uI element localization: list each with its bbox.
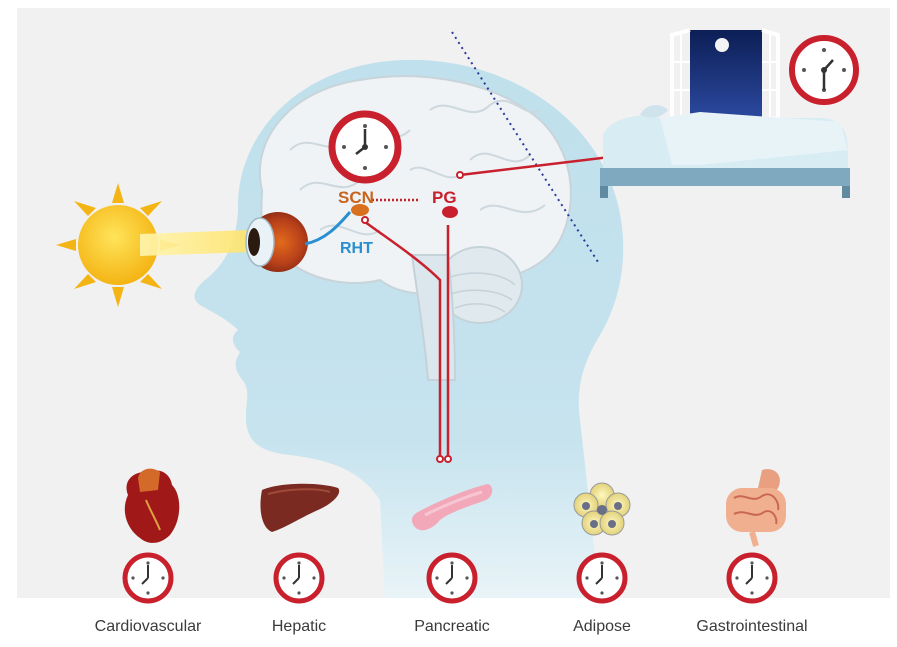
pathway-end-node (445, 456, 451, 462)
bed-icon (600, 105, 850, 198)
pineal-gland (442, 206, 458, 218)
hepatic-label: Hepatic (229, 618, 369, 636)
adipose-label: Adipose (532, 618, 672, 636)
cardiovascular-clock-icon (125, 555, 171, 601)
pancreatic-label: Pancreatic (382, 618, 522, 636)
bedroom-clock-icon (792, 38, 856, 102)
adipose-clock-icon (579, 555, 625, 601)
brain-clock-icon (332, 114, 398, 180)
pancreatic-clock-icon (429, 555, 475, 601)
light-beam (140, 230, 250, 256)
eye-icon (246, 212, 308, 272)
scn-label: SCN (338, 188, 374, 207)
gastrointestinal-clock-icon (729, 555, 775, 601)
rht-label: RHT (340, 240, 373, 257)
gastrointestinal-label: Gastrointestinal (682, 618, 822, 636)
hepatic-clock-icon (276, 555, 322, 601)
pathway-end-node (437, 456, 443, 462)
pg-node (457, 172, 463, 178)
scn-node (362, 217, 368, 223)
cardiovascular-label: Cardiovascular (78, 618, 218, 636)
pg-label: PG (432, 188, 457, 207)
